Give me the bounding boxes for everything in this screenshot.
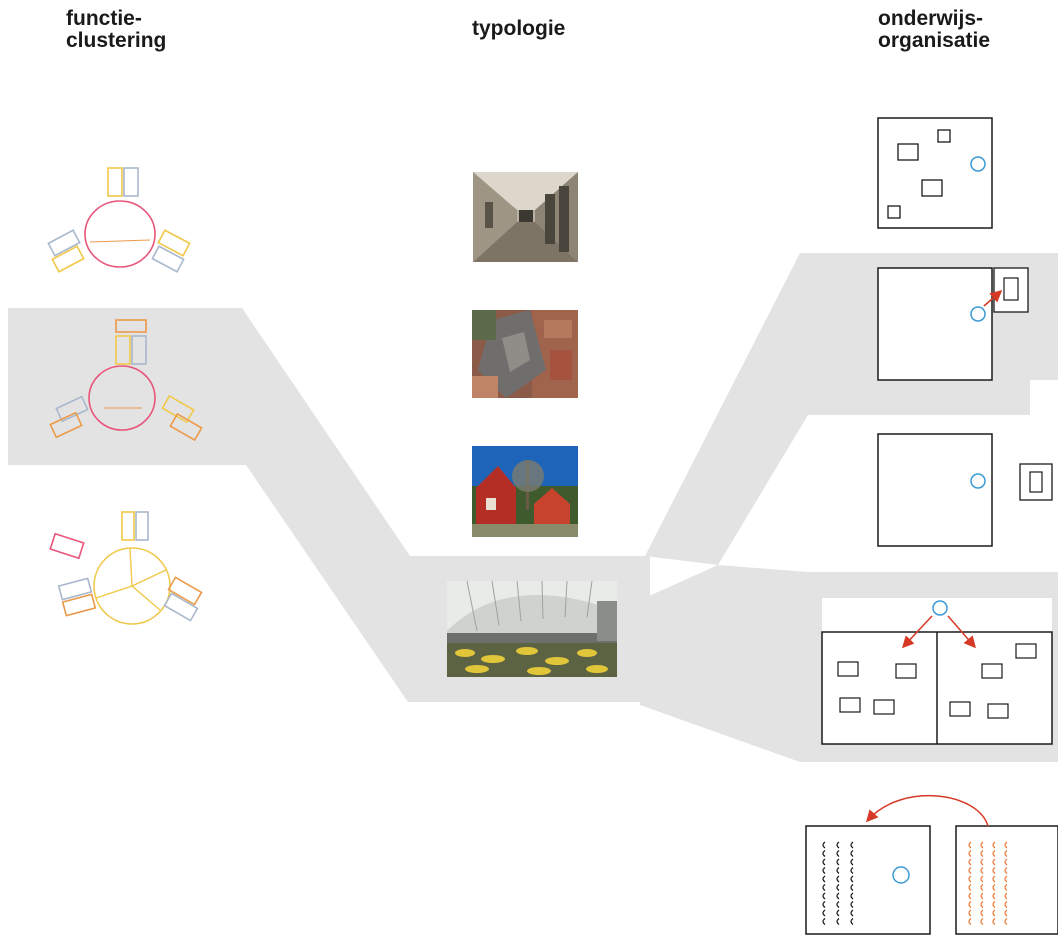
seat-mark xyxy=(1004,841,1008,849)
header-function-clustering: functie- clustering xyxy=(66,7,167,52)
seat-mark xyxy=(850,850,854,857)
seat-mark xyxy=(822,841,826,849)
seat-mark xyxy=(822,867,826,874)
seat-mark xyxy=(980,858,984,866)
seat-mark xyxy=(1004,918,1008,925)
aerial-photo xyxy=(472,310,578,398)
seat-mark xyxy=(822,918,826,925)
seat-mark xyxy=(992,867,996,874)
seat-mark xyxy=(850,867,854,874)
cluster-diagram-2 xyxy=(49,319,203,442)
seat-mark xyxy=(836,875,840,883)
seat-mark xyxy=(850,901,854,908)
seat-mark xyxy=(980,909,984,917)
seat-mark xyxy=(836,918,840,925)
header-education-organisation: onderwijs- organisatie xyxy=(878,7,991,52)
org-diagram-5 xyxy=(805,794,1058,935)
seat-mark xyxy=(968,858,972,866)
seat-mark xyxy=(992,909,996,917)
seat-mark xyxy=(1004,884,1008,891)
seat-mark xyxy=(980,892,984,900)
seat-mark xyxy=(968,850,972,857)
seat-mark xyxy=(822,892,826,900)
seat-mark xyxy=(1004,858,1008,866)
seat-mark xyxy=(968,892,972,900)
seat-mark xyxy=(1004,875,1008,883)
seat-mark xyxy=(836,850,840,857)
org-diagram-1 xyxy=(877,117,993,229)
seat-mark xyxy=(1004,892,1008,900)
cluster-diagram-3 xyxy=(49,511,203,625)
org-diagram-3 xyxy=(877,433,1053,547)
seat-mark xyxy=(822,858,826,866)
header-typology: typologie xyxy=(472,17,566,40)
seat-mark xyxy=(822,884,826,891)
seat-mark xyxy=(992,850,996,857)
seat-mark xyxy=(968,841,972,849)
seat-mark xyxy=(992,858,996,866)
seat-mark xyxy=(980,884,984,891)
seat-mark xyxy=(850,909,854,917)
seat-mark xyxy=(992,901,996,908)
seat-mark xyxy=(992,918,996,925)
seat-mark xyxy=(850,858,854,866)
seat-mark xyxy=(980,867,984,874)
seat-mark xyxy=(836,858,840,866)
seat-mark xyxy=(992,892,996,900)
seat-mark xyxy=(850,918,854,925)
seat-mark xyxy=(850,875,854,883)
seat-mark xyxy=(850,892,854,900)
seat-mark xyxy=(836,867,840,874)
corridor-photo xyxy=(473,172,578,262)
seat-mark xyxy=(980,918,984,925)
seat-mark xyxy=(968,875,972,883)
seat-mark xyxy=(968,884,972,891)
seat-mark xyxy=(968,918,972,925)
seat-mark xyxy=(1004,909,1008,917)
seat-mark xyxy=(836,901,840,908)
seat-mark xyxy=(1004,867,1008,874)
seat-mark xyxy=(1004,850,1008,857)
seat-mark xyxy=(836,892,840,900)
seat-mark xyxy=(822,909,826,917)
seat-mark xyxy=(1004,901,1008,908)
seat-mark xyxy=(822,901,826,908)
village-photo xyxy=(472,446,578,537)
seat-mark xyxy=(992,875,996,883)
seat-mark xyxy=(822,850,826,857)
seat-mark xyxy=(850,841,854,849)
seat-mark xyxy=(850,884,854,891)
seat-mark xyxy=(968,901,972,908)
seat-mark xyxy=(836,884,840,891)
seat-mark xyxy=(992,884,996,891)
seat-mark xyxy=(992,841,996,849)
seat-mark xyxy=(980,841,984,849)
seat-mark xyxy=(980,901,984,908)
seat-mark xyxy=(836,909,840,917)
seat-mark xyxy=(968,909,972,917)
seat-mark xyxy=(980,850,984,857)
seat-mark xyxy=(980,875,984,883)
seat-mark xyxy=(836,841,840,849)
org-diagram-2 xyxy=(877,267,1029,381)
hall-photo xyxy=(447,581,617,677)
seat-mark xyxy=(968,867,972,874)
seat-mark xyxy=(822,875,826,883)
org-diagram-4 xyxy=(821,598,1053,745)
cluster-diagram-1 xyxy=(47,167,191,273)
